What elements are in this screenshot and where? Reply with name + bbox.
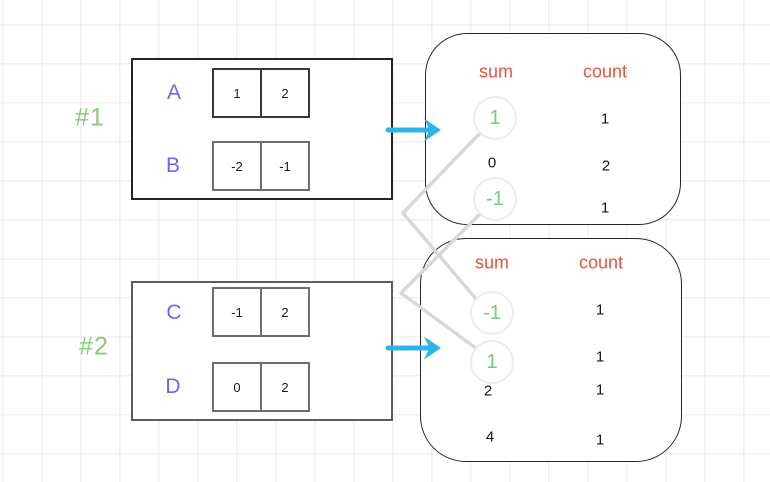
example2-tag: #2 <box>79 332 109 361</box>
map2-count-header: count <box>578 252 624 273</box>
map2-sum-highlight-circle: 1 <box>470 340 514 384</box>
map2-sum-header: sum <box>474 252 510 273</box>
map2-box <box>420 238 682 462</box>
map2-sum-highlight-circle: -1 <box>470 291 514 335</box>
map2-row3-count: 1 <box>595 431 605 449</box>
map2-row2-count: 1 <box>595 381 605 399</box>
map1-box <box>425 33 681 225</box>
array-a-cell-1: 2 <box>260 68 310 118</box>
map1-row1-count: 2 <box>601 157 611 175</box>
map2-row1-count: 1 <box>595 348 605 366</box>
array-a-cells: 1 2 <box>212 68 310 118</box>
array-b-cells: -2 -1 <box>212 141 310 191</box>
map1-row1-sum: 0 <box>487 154 497 172</box>
array-c-cell-1: 2 <box>260 287 310 337</box>
map1-sum-header: sum <box>478 61 514 82</box>
array-a-cell-0: 1 <box>212 68 262 118</box>
map1-sum-highlight-circle: -1 <box>473 177 517 221</box>
map2-row1-sum: 1 <box>486 350 498 373</box>
map1-row0-count: 1 <box>600 110 610 128</box>
map1-row2-sum: -1 <box>486 187 504 210</box>
array-b-cell-0: -2 <box>212 141 262 191</box>
array-a-label: A <box>166 81 182 104</box>
array-d-cell-1: 2 <box>260 362 310 412</box>
array-c-cell-0: -1 <box>212 287 262 337</box>
array-b-cell-1: -1 <box>260 141 310 191</box>
example1-tag: #1 <box>75 103 105 132</box>
array-d-cell-0: 0 <box>212 362 262 412</box>
array-c-label: C <box>166 301 182 324</box>
map2-row3-sum: 4 <box>485 428 495 446</box>
map2-row0-count: 1 <box>595 301 605 319</box>
map1-row2-count: 1 <box>600 199 610 217</box>
map2-row0-sum: -1 <box>483 301 501 324</box>
array-d-label: D <box>165 375 181 398</box>
map1-count-header: count <box>582 61 628 82</box>
map2-row2-sum: 2 <box>483 382 493 400</box>
map1-row0-sum: 1 <box>489 106 501 129</box>
array-b-label: B <box>165 154 181 177</box>
array-d-cells: 0 2 <box>212 362 310 412</box>
array-c-cells: -1 2 <box>212 287 310 337</box>
map1-sum-highlight-circle: 1 <box>473 96 517 140</box>
